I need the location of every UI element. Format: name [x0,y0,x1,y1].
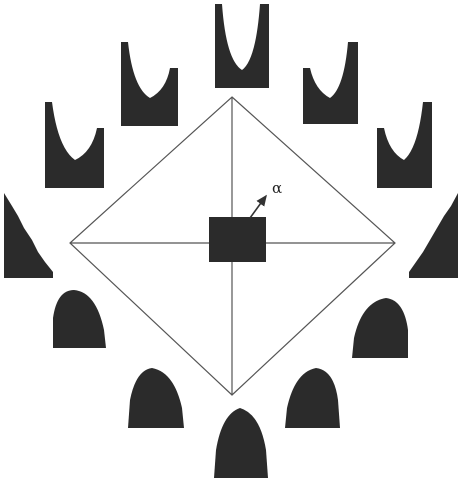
u-profile-top [215,4,269,88]
u-profile-mid-right [377,102,432,188]
wedge-profile-left [4,193,53,278]
dome-profile-lower-left [53,290,106,348]
dome-profile-lower-right [352,298,408,358]
center-block [209,217,266,262]
wedge-profile-right [409,193,458,278]
dome-profile-bottom-left [128,368,184,428]
u-profile-mid-left [45,102,104,188]
dome-profile-bottom [214,408,268,478]
u-profile-upper-right [303,42,358,124]
dome-profile-bottom-right [285,368,340,428]
u-profile-upper-left [121,42,178,126]
alpha-label: α [272,179,282,197]
center-arrow [250,196,266,218]
